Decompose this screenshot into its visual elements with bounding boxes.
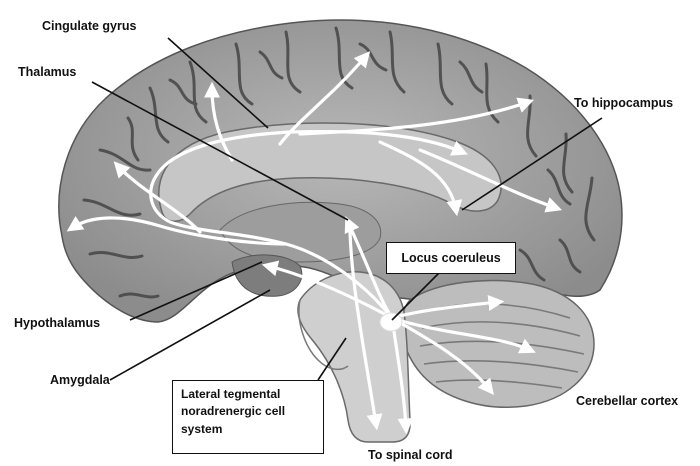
label-hypothalamus: Hypothalamus [14, 316, 100, 331]
label-to-spinal-cord: To spinal cord [368, 448, 453, 463]
label-lateral-tegmental-line-1: Lateral tegmental [181, 386, 315, 403]
label-cingulate-gyrus: Cingulate gyrus [42, 19, 136, 34]
label-lateral-tegmental-line-3: system [181, 421, 315, 438]
label-lateral-tegmental-line-2: noradrenergic cell [181, 403, 315, 420]
label-lateral-tegmental-system: Lateral tegmental noradrenergic cell sys… [172, 380, 324, 454]
hypothalamus-region [232, 255, 302, 296]
label-to-hippocampus: To hippocampus [574, 96, 673, 111]
locus-coeruleus-node [380, 313, 402, 331]
label-thalamus: Thalamus [18, 65, 76, 80]
label-cerebellar-cortex: Cerebellar cortex [576, 394, 678, 409]
label-locus-coeruleus: Locus coeruleus [386, 242, 516, 274]
label-amygdala: Amygdala [50, 373, 110, 388]
